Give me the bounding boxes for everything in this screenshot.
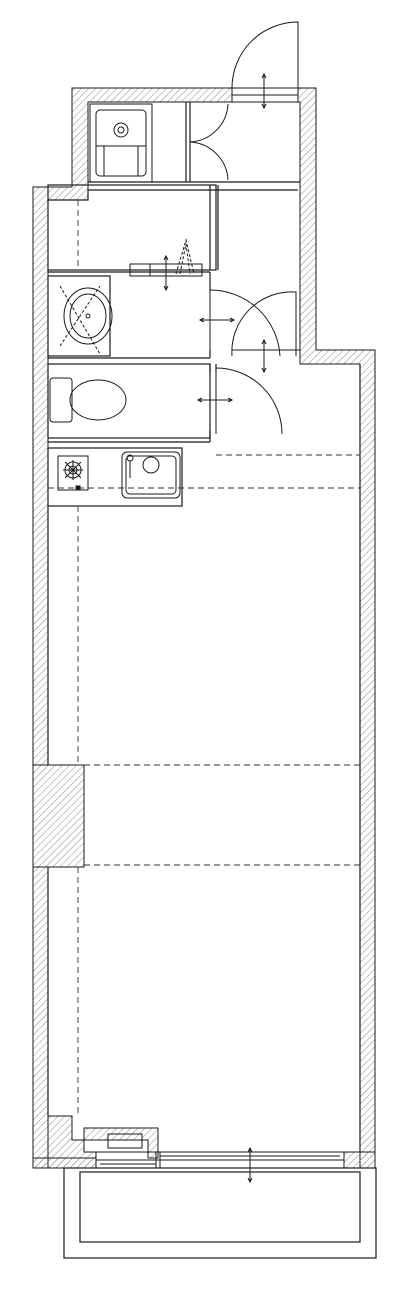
left-wall-lower [32, 866, 49, 1169]
washer-closet-door [189, 103, 229, 181]
balcony-outline [63, 1168, 377, 1258]
top-right-wall [297, 87, 376, 1169]
washing-machine [89, 103, 153, 183]
balcony-window [95, 1146, 345, 1184]
sink-basin [59, 285, 113, 355]
exterior-walls [32, 87, 376, 1169]
bottom-wall-right [343, 1151, 376, 1169]
left-wall-upper [32, 186, 49, 766]
bottom-left-block [33, 1115, 159, 1169]
ac-unit [107, 1133, 143, 1149]
interior-walls [47, 102, 377, 1259]
toilet-door [196, 367, 283, 435]
kitchen-sink [121, 451, 181, 499]
washroom-door [198, 289, 281, 357]
entrance-door [231, 21, 299, 110]
toilet-bowl [49, 377, 127, 423]
closet-sliding-door [129, 238, 203, 292]
gas-stove-burner [57, 455, 89, 491]
left-column [32, 764, 85, 868]
hall-door [231, 291, 300, 374]
bottom-wall-left [32, 1157, 97, 1169]
faucet [126, 454, 134, 478]
dashed-guides [48, 200, 360, 1116]
